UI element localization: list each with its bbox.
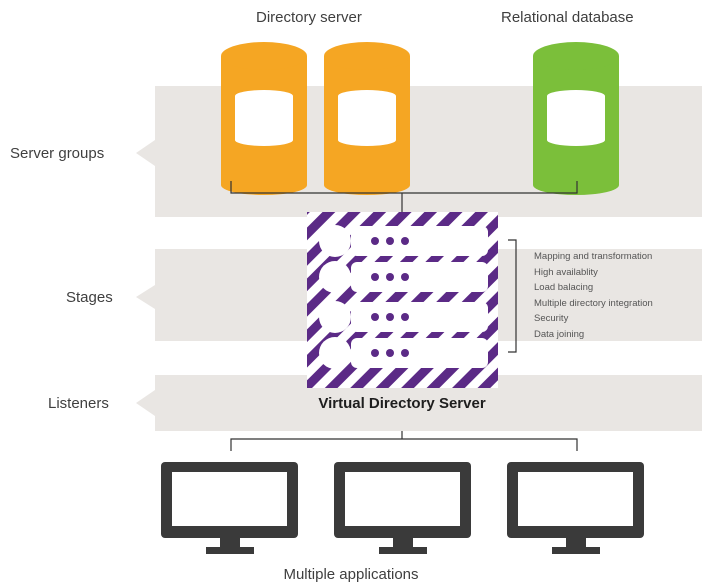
virtual-directory-server-icon	[307, 212, 498, 388]
directory-server-label: Directory server	[256, 9, 362, 26]
application-monitor-1-icon	[161, 462, 298, 554]
directory-server-cylinder-2-icon	[324, 42, 410, 195]
feature-item: Multiple directory integration	[534, 297, 653, 309]
server-groups-connector	[230, 181, 578, 212]
server-groups-label: Server groups	[10, 145, 105, 162]
feature-item: High availablity	[534, 266, 598, 278]
feature-item: Security	[534, 313, 569, 325]
relational-database-label: Relational database	[501, 9, 634, 26]
virtual-directory-server-label: Virtual Directory Server	[318, 395, 486, 412]
feature-item: Mapping and transformation	[534, 251, 653, 262]
applications-connector	[230, 431, 578, 451]
feature-list: Mapping and transformation High availabl…	[534, 249, 653, 343]
relational-database-cylinder-icon	[533, 42, 619, 195]
feature-item: Load balacing	[534, 282, 594, 294]
listeners-label: Listeners	[48, 395, 109, 412]
band-listeners	[136, 375, 702, 431]
multiple-applications-label: Multiple applications	[283, 566, 419, 583]
feature-list-bracket	[508, 239, 517, 353]
stages-label: Stages	[66, 289, 113, 306]
feature-item: Data joining	[534, 328, 585, 340]
application-monitor-3-icon	[507, 462, 644, 554]
application-monitor-2-icon	[334, 462, 471, 554]
directory-server-cylinder-1-icon	[221, 42, 307, 195]
